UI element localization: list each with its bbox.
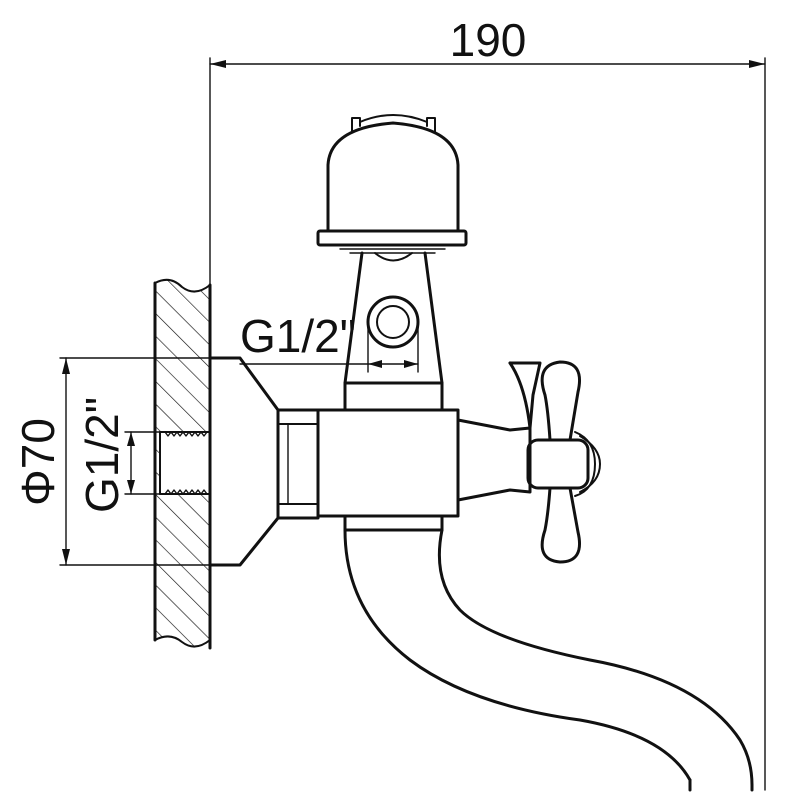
escutcheon-diameter-label: Φ70 — [12, 418, 64, 506]
escutcheon-flange — [208, 356, 280, 567]
valve-body — [316, 381, 460, 532]
dimension-overall-width: 190 — [209, 14, 766, 791]
diverter-knob — [316, 114, 468, 254]
spout — [343, 528, 754, 792]
dimension-escutcheon-diameter: Φ70 — [12, 357, 241, 566]
overall-width-label: 190 — [450, 14, 527, 66]
connector-nut — [276, 408, 320, 520]
diverter-column — [343, 251, 444, 385]
inlet-thread-label: G1/2" — [76, 397, 128, 513]
outlet-thread-label: G1/2" — [240, 310, 356, 362]
outlet-port — [366, 295, 420, 349]
dimension-inlet-thread: G1/2" — [76, 397, 161, 513]
cross-handle — [456, 360, 601, 564]
dimension-outlet-thread: G1/2" — [239, 310, 419, 373]
inlet-thread-bore — [159, 431, 211, 495]
wall-section — [153, 278, 212, 650]
